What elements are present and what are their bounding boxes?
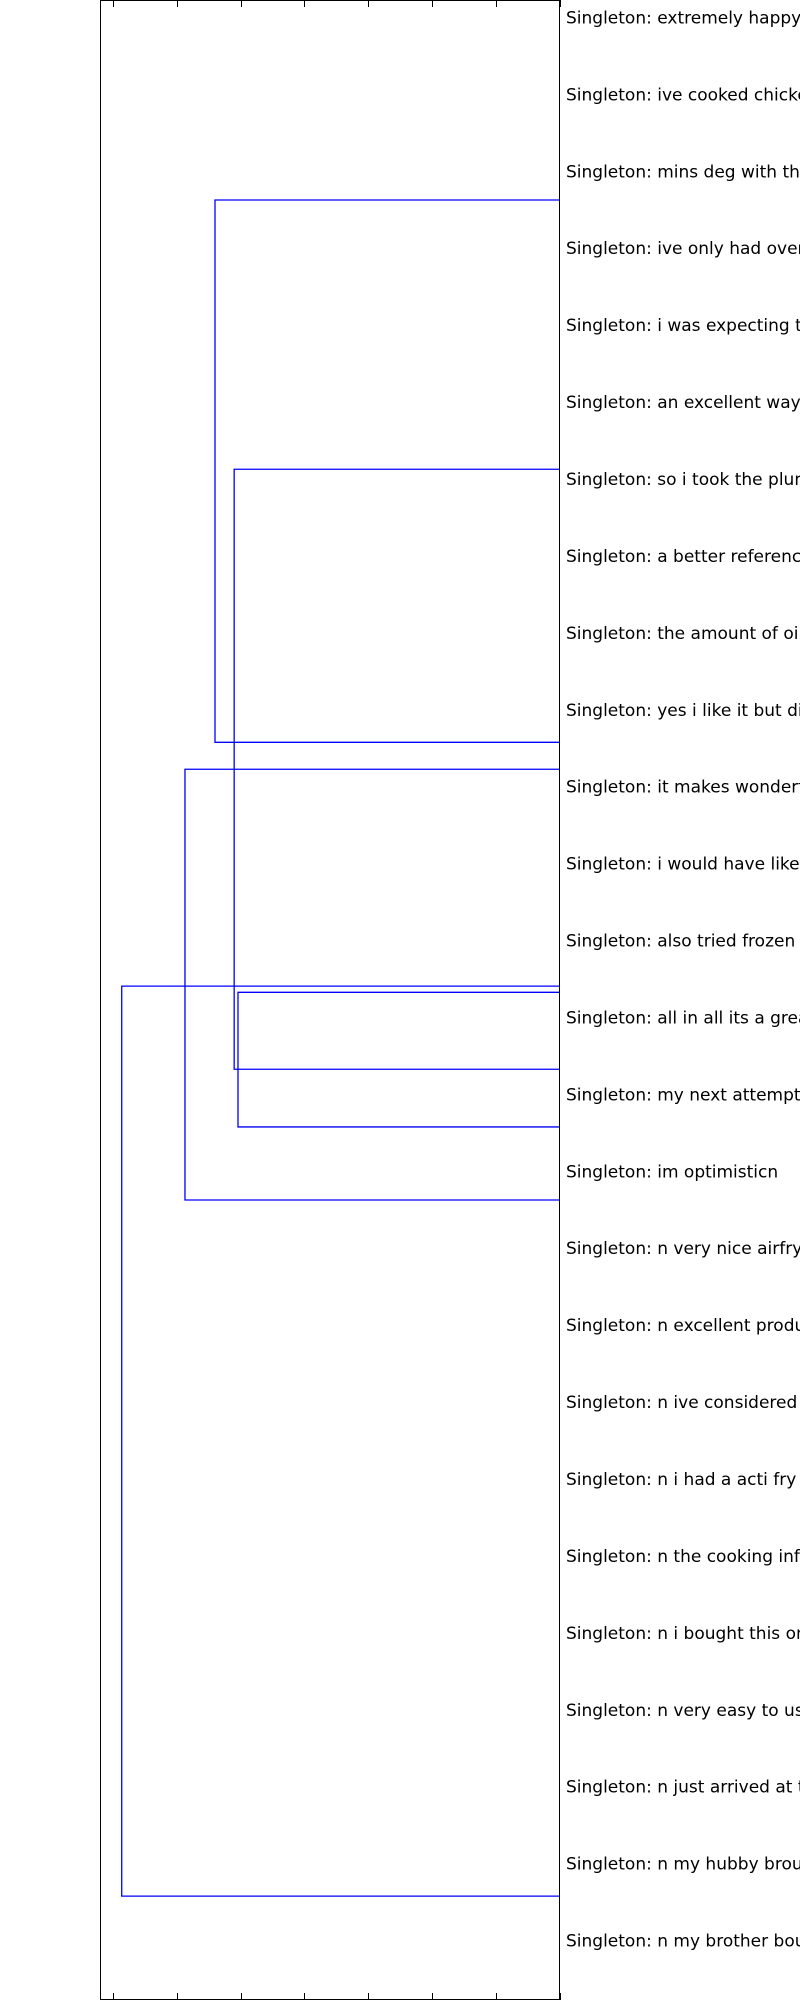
leaf-label-14: Singleton: all in all its a grea (566, 1008, 800, 1028)
leaf-label-22: Singleton: n i bought this on (566, 1624, 800, 1644)
leaf-label-3: Singleton: mins deg with the (566, 162, 800, 182)
leaf-label-8: Singleton: a better reference (566, 547, 800, 567)
dendrogram-link-1 (214, 199, 560, 743)
leaf-label-23: Singleton: n very easy to us (566, 1701, 800, 1721)
dendrogram-link-3 (237, 991, 560, 1128)
plot-frame (100, 0, 560, 2000)
leaf-label-16: Singleton: im optimisticn (566, 1162, 778, 1182)
leaf-label-6: Singleton: an excellent way (566, 393, 800, 413)
leaf-label-25: Singleton: n my hubby broug (566, 1855, 800, 1875)
dendrogram-link-4 (184, 768, 560, 1201)
leaf-label-18: Singleton: n excellent produ (566, 1316, 800, 1336)
leaf-label-26: Singleton: n my brother bou (566, 1932, 800, 1952)
leaf-label-10: Singleton: yes i like it but di (566, 701, 800, 721)
x-axis-ticks (113, 0, 561, 2000)
leaf-label-24: Singleton: n just arrived at t (566, 1778, 800, 1798)
leaf-label-9: Singleton: the amount of oil (566, 624, 800, 644)
leaf-label-2: Singleton: ive cooked chicke (566, 85, 800, 105)
leaf-label-13: Singleton: also tried frozen c (566, 932, 800, 952)
leaf-label-19: Singleton: n ive considered (566, 1393, 797, 1413)
leaf-label-17: Singleton: n very nice airfrye (566, 1239, 800, 1259)
leaf-label-7: Singleton: so i took the plun (566, 470, 800, 490)
dendrogram-link-5 (121, 985, 560, 1897)
dendrogram-links (121, 199, 560, 1897)
leaf-label-4: Singleton: ive only had over (566, 239, 800, 259)
leaf-label-15: Singleton: my next attempt (566, 1085, 800, 1105)
leaf-label-11: Singleton: it makes wonderf (566, 778, 800, 798)
leaf-label-21: Singleton: n the cooking info (566, 1547, 800, 1567)
leaf-label-1: Singleton: extremely happyn (566, 8, 800, 28)
leaf-label-5: Singleton: i was expecting to (566, 316, 800, 336)
leaf-label-20: Singleton: n i had a acti fry a (566, 1470, 800, 1490)
leaf-label-12: Singleton: i would have liked (566, 855, 800, 875)
